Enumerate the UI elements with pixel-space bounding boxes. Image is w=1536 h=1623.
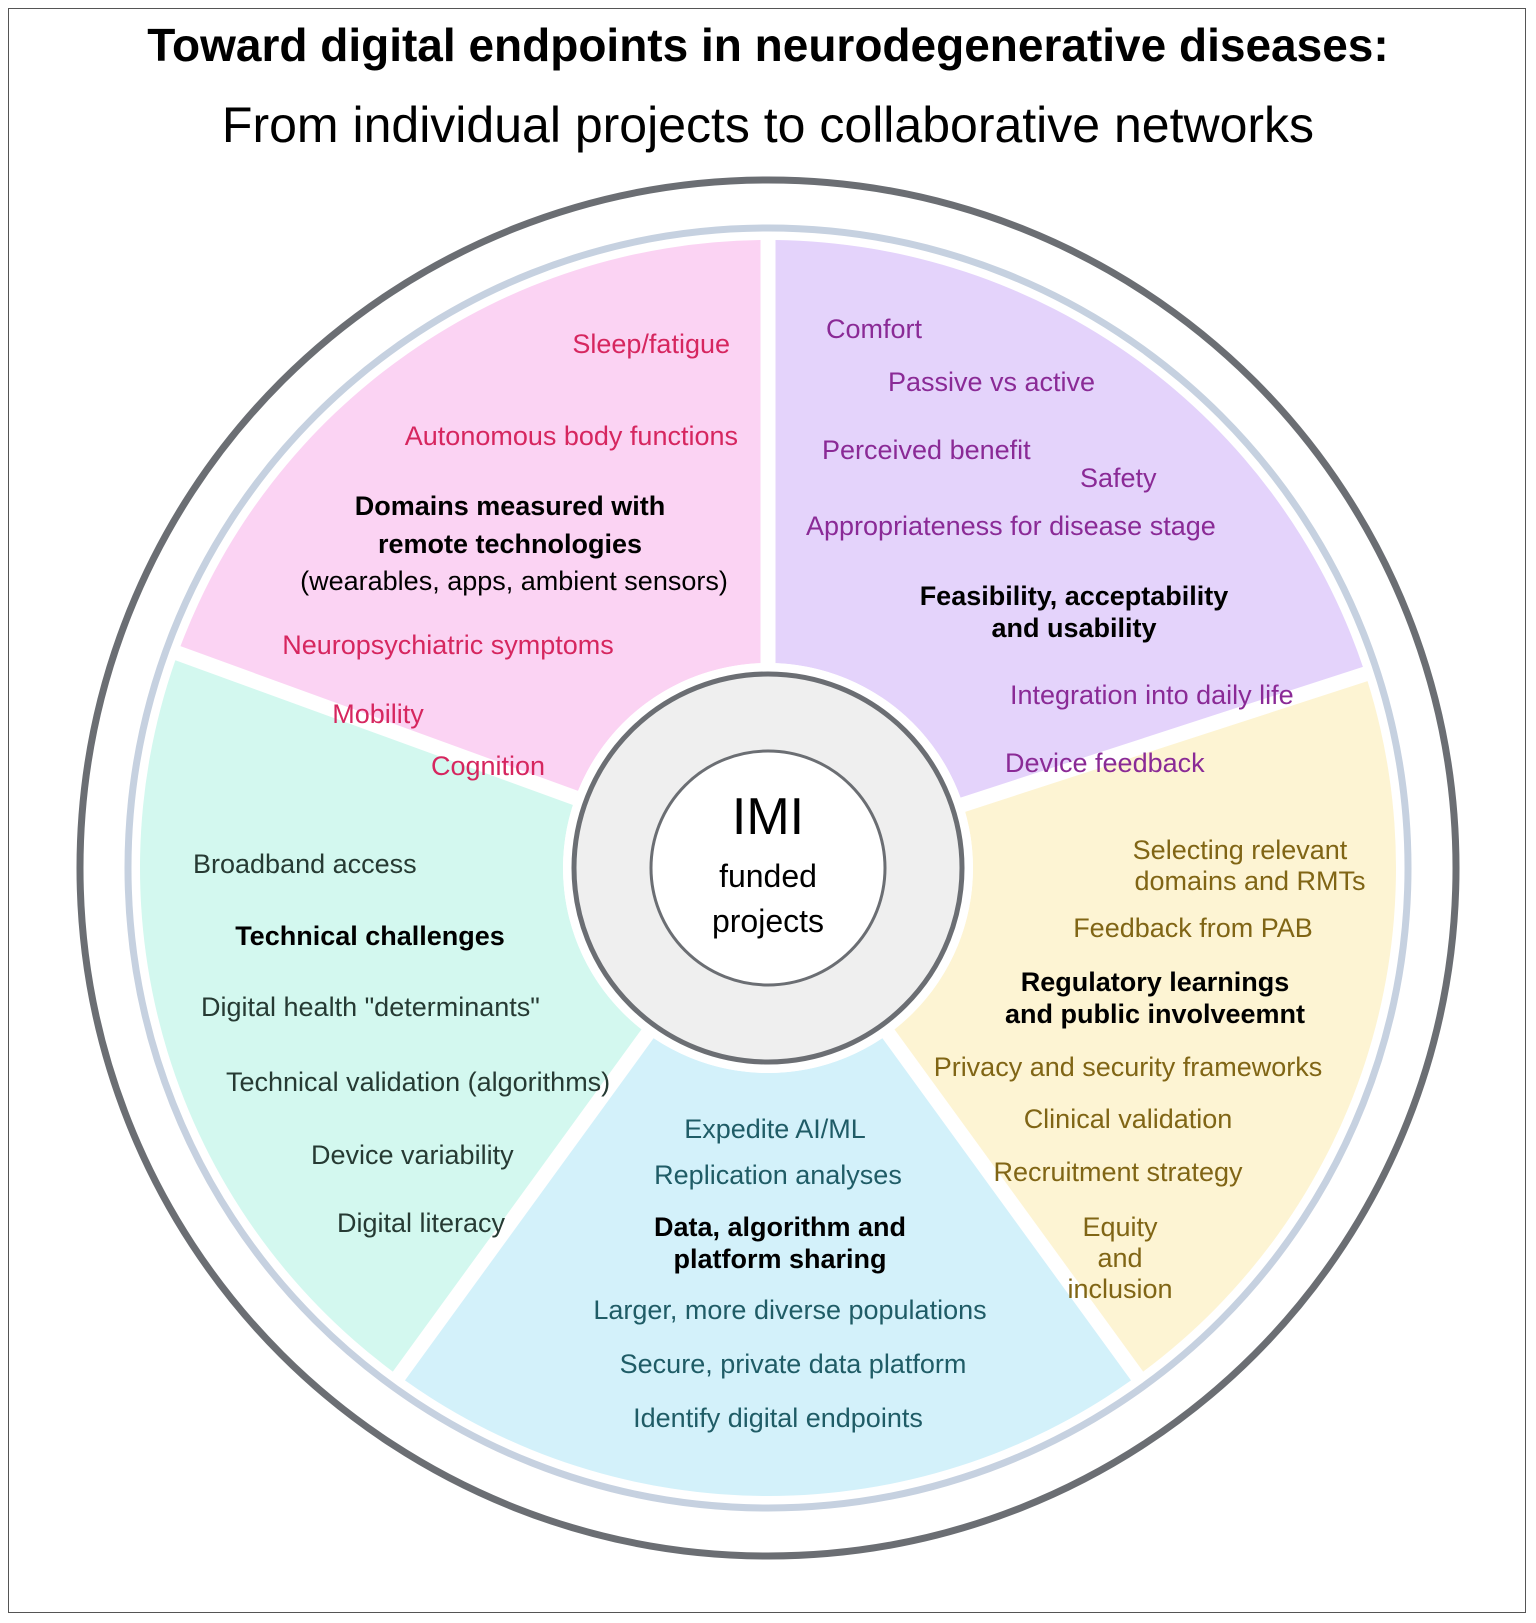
data-item: Secure, private data platform (620, 1349, 967, 1379)
domain-item: Sleep/fatigue (572, 329, 730, 359)
technical-heading: Technical challenges (235, 921, 505, 951)
domain-item: Autonomous body functions (405, 421, 738, 451)
regulatory-item: and (1097, 1243, 1142, 1273)
feasibility-heading: Feasibility, acceptability (920, 581, 1229, 611)
technical-item: Device variability (311, 1140, 514, 1170)
domain-heading: Domains measured with (355, 491, 666, 521)
feasibility-heading: and usability (991, 613, 1156, 643)
regulatory-item: domains and RMTs (1134, 866, 1365, 896)
technical-item: Digital literacy (337, 1208, 506, 1238)
feasibility-item: Perceived benefit (822, 435, 1031, 465)
domain-item: Mobility (332, 699, 424, 729)
regulatory-item: Selecting relevant (1133, 835, 1348, 865)
feasibility-item: Appropriateness for disease stage (806, 511, 1216, 541)
data-item: Identify digital endpoints (633, 1403, 923, 1433)
technical-item: Technical validation (algorithms) (226, 1067, 610, 1097)
feasibility-item: Integration into daily life (1010, 680, 1294, 710)
regulatory-item: Privacy and security frameworks (934, 1052, 1323, 1082)
sector-group (139, 240, 1396, 1496)
domain-item: Cognition (431, 751, 545, 781)
sector-regulatory (894, 681, 1396, 1372)
hub-center (649, 749, 887, 987)
center-title: IMI (732, 788, 804, 846)
data-heading: platform sharing (673, 1244, 886, 1274)
technical-item: Broadband access (193, 849, 417, 879)
regulatory-item: Clinical validation (1024, 1104, 1233, 1134)
sector-data-sharing (404, 1038, 1132, 1496)
domain-subheading: (wearables, apps, ambient sensors) (300, 566, 728, 596)
feasibility-item: Comfort (826, 314, 923, 344)
figure-frame (8, 8, 1526, 1613)
figure-subtitle: From individual projects to collaborativ… (221, 97, 1315, 153)
center-line-2: projects (712, 903, 824, 939)
regulatory-item: Recruitment strategy (993, 1157, 1243, 1187)
data-item: Larger, more diverse populations (593, 1295, 986, 1325)
regulatory-item: Equity (1082, 1212, 1158, 1242)
sector-domains (180, 240, 761, 791)
sector-technical (139, 660, 642, 1372)
technical-item: Digital health "determinants" (201, 992, 540, 1022)
regulatory-item: Feedback from PAB (1073, 913, 1313, 943)
regulatory-heading: Regulatory learnings (1021, 967, 1290, 997)
domain-item: Neuropsychiatric symptoms (282, 630, 614, 660)
feasibility-item: Passive vs active (888, 367, 1095, 397)
sector-feasibility (775, 240, 1363, 798)
center-line-1: funded (719, 858, 817, 894)
figure-title: Toward digital endpoints in neurodegener… (147, 19, 1389, 71)
regulatory-heading: and public involveemnt (1005, 999, 1305, 1029)
domain-heading: remote technologies (378, 529, 642, 559)
data-item: Expedite AI/ML (684, 1114, 866, 1144)
feasibility-item: Safety (1080, 463, 1157, 493)
data-item: Replication analyses (654, 1160, 902, 1190)
data-heading: Data, algorithm and (654, 1212, 906, 1242)
regulatory-item: inclusion (1067, 1274, 1172, 1304)
feasibility-item: Device feedback (1005, 748, 1205, 778)
